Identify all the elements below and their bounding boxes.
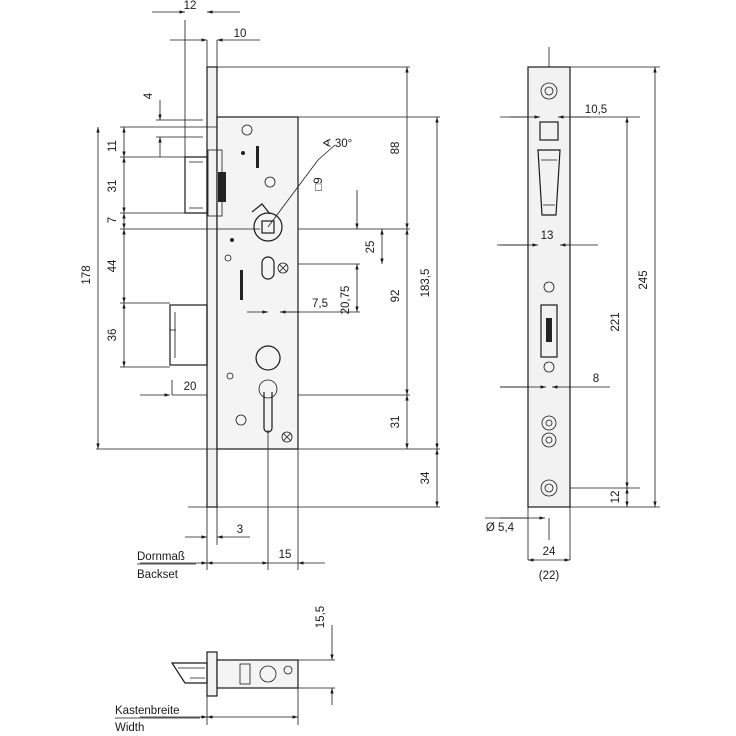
dim-4: 4 [143,92,155,99]
caption-width-de: Kastenbreite [115,705,180,717]
dim-3: 3 [237,524,243,536]
latch-bolt [184,149,226,217]
dim-15-5: 15,5 [315,606,327,628]
captions: Dornmaß Backset Kastenbreite Width [115,551,200,734]
follower [251,203,283,242]
front-faceplate [206,66,218,508]
top-case [216,659,299,689]
side-dimension-lines [485,67,657,562]
dim-25: 25 [365,241,377,254]
dim-diameter-5-4: Ø 5,4 [486,522,515,534]
top-view [170,651,335,725]
dim-20: 20 [184,381,197,393]
dim-44: 44 [107,259,119,272]
dim-34: 34 [420,471,432,484]
dim-7-5: 7,5 [312,298,328,310]
dim-30-degrees: ∢ 30° [322,138,352,150]
dim-15: 15 [279,549,292,561]
caption-width-en: Width [115,722,144,734]
dim-20-75: 20,75 [340,286,352,315]
dead-bolt [169,304,208,366]
dim-22-reference: (22) [539,570,560,582]
front-view [96,20,440,570]
dim-8: 8 [593,373,599,385]
dim-11: 11 [107,140,119,152]
dimension-labels: 12 10 4 11 31 7 44 36 178 20 88 ∢ 30° □9… [81,0,650,628]
dim-12-side: 12 [610,491,622,504]
caption-backset-en: Backset [137,569,179,581]
dim-square-9: □9 [313,177,325,190]
top-faceplate [206,651,218,697]
dim-245: 245 [638,270,650,289]
dim-178: 178 [81,265,93,284]
front-dimension-lines [96,10,439,565]
dim-183-5: 183,5 [420,269,432,298]
dim-36: 36 [107,329,119,342]
lock-case [216,116,299,450]
top-dimension-lines [140,625,334,719]
dim-221: 221 [610,312,622,331]
dim-92: 92 [390,290,402,303]
trigger-slot [261,256,275,280]
dim-31-lower: 31 [390,416,402,429]
case-screws [224,124,293,443]
dim-88: 88 [390,142,402,155]
dim-13: 13 [541,230,554,242]
dim-top-10: 10 [234,28,247,40]
caption-backset-de: Dornmaß [137,551,185,563]
dim-top-12: 12 [184,0,197,12]
side-view-faceplate [500,47,660,560]
dim-7: 7 [107,217,119,223]
dim-24: 24 [543,546,556,558]
faceplate-side [527,66,571,508]
dim-31-upper: 31 [107,180,119,193]
dim-10-5: 10,5 [585,104,607,116]
